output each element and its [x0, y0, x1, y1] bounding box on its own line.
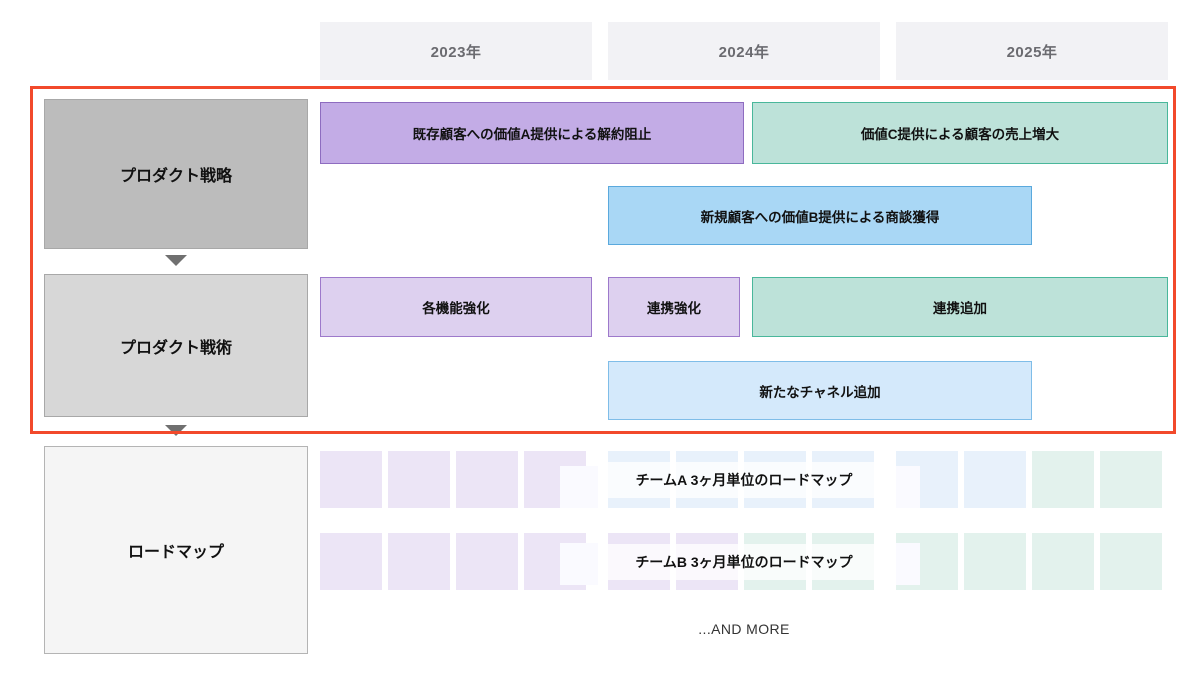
team-b-quarter-block-9: [964, 533, 1026, 590]
tactics-bar-label: 連携追加: [933, 301, 987, 316]
team-b-quarter-block-1: [388, 533, 450, 590]
roadmap-faint-block-0: [560, 466, 598, 508]
team-a-quarter-block-1: [388, 451, 450, 508]
strategy-bar-1[interactable]: 価値C提供による顧客の売上増大: [752, 102, 1168, 164]
year-header-2025: 2025年: [896, 22, 1168, 80]
team-b-quarter-block-10: [1032, 533, 1094, 590]
year-header-label: 2025年: [1006, 43, 1058, 61]
year-header-2023: 2023年: [320, 22, 592, 80]
row-label-roadmap: ロードマップ: [44, 446, 308, 654]
team-b-roadmap-caption: チームB 3ヶ月単位のロードマップ: [604, 544, 884, 580]
strategy-bar-label: 新規顧客への価値B提供による商談獲得: [700, 209, 940, 225]
team-b-roadmap-label: チームB 3ヶ月単位のロードマップ: [635, 554, 853, 570]
strategy-bar-label: 既存顧客への価値A提供による解約阻止: [412, 127, 652, 142]
team-a-quarter-block-0: [320, 451, 382, 508]
team-b-caption-backdrop: [604, 544, 884, 580]
and-more-text: ...AND MORE: [698, 621, 790, 637]
tactics-bar-2[interactable]: 連携追加: [752, 277, 1168, 337]
team-a-roadmap-caption: チームA 3ヶ月単位のロードマップ: [604, 462, 884, 498]
year-header-label: 2024年: [718, 43, 770, 61]
team-a-quarter-block-9: [964, 451, 1026, 508]
roadmap-faint-block-1: [896, 466, 920, 508]
team-a-roadmap-label: チームA 3ヶ月単位のロードマップ: [635, 472, 853, 488]
row-label-text: プロダクト戦略: [119, 168, 232, 185]
row-label-product-tactics: プロダクト戦術: [44, 274, 308, 417]
tactics-bar-label: 各機能強化: [422, 301, 490, 316]
tactics-bar-1[interactable]: 連携強化: [608, 277, 740, 337]
flow-arrow-strategy-to-tactics: [165, 255, 187, 266]
team-a-quarter-block-11: [1100, 451, 1162, 508]
tactics-bar-0[interactable]: 各機能強化: [320, 277, 592, 337]
roadmap-faint-block-2: [560, 543, 598, 585]
row-label-product-strategy: プロダクト戦略: [44, 99, 308, 249]
year-header-2024: 2024年: [608, 22, 880, 80]
team-a-quarter-block-10: [1032, 451, 1094, 508]
team-b-quarter-block-11: [1100, 533, 1162, 590]
tactics-bar-label: 連携強化: [647, 301, 701, 316]
strategy-bar-label: 価値C提供による顧客の売上増大: [860, 127, 1060, 142]
year-header-label: 2023年: [430, 43, 482, 61]
tactics-bar-3[interactable]: 新たなチャネル追加: [608, 361, 1032, 420]
row-label-text: プロダクト戦術: [119, 339, 232, 357]
team-b-quarter-block-0: [320, 533, 382, 590]
team-a-caption-backdrop: [604, 462, 884, 498]
team-a-quarter-block-2: [456, 451, 518, 508]
and-more-label: ...AND MORE: [608, 612, 880, 646]
flow-arrow-tactics-to-roadmap: [165, 425, 187, 436]
team-b-quarter-block-2: [456, 533, 518, 590]
tactics-bar-label: 新たなチャネル追加: [759, 384, 881, 400]
strategy-bar-2[interactable]: 新規顧客への価値B提供による商談獲得: [608, 186, 1032, 245]
row-label-text: ロードマップ: [127, 544, 224, 561]
roadmap-faint-block-3: [896, 543, 920, 585]
strategy-bar-0[interactable]: 既存顧客への価値A提供による解約阻止: [320, 102, 744, 164]
